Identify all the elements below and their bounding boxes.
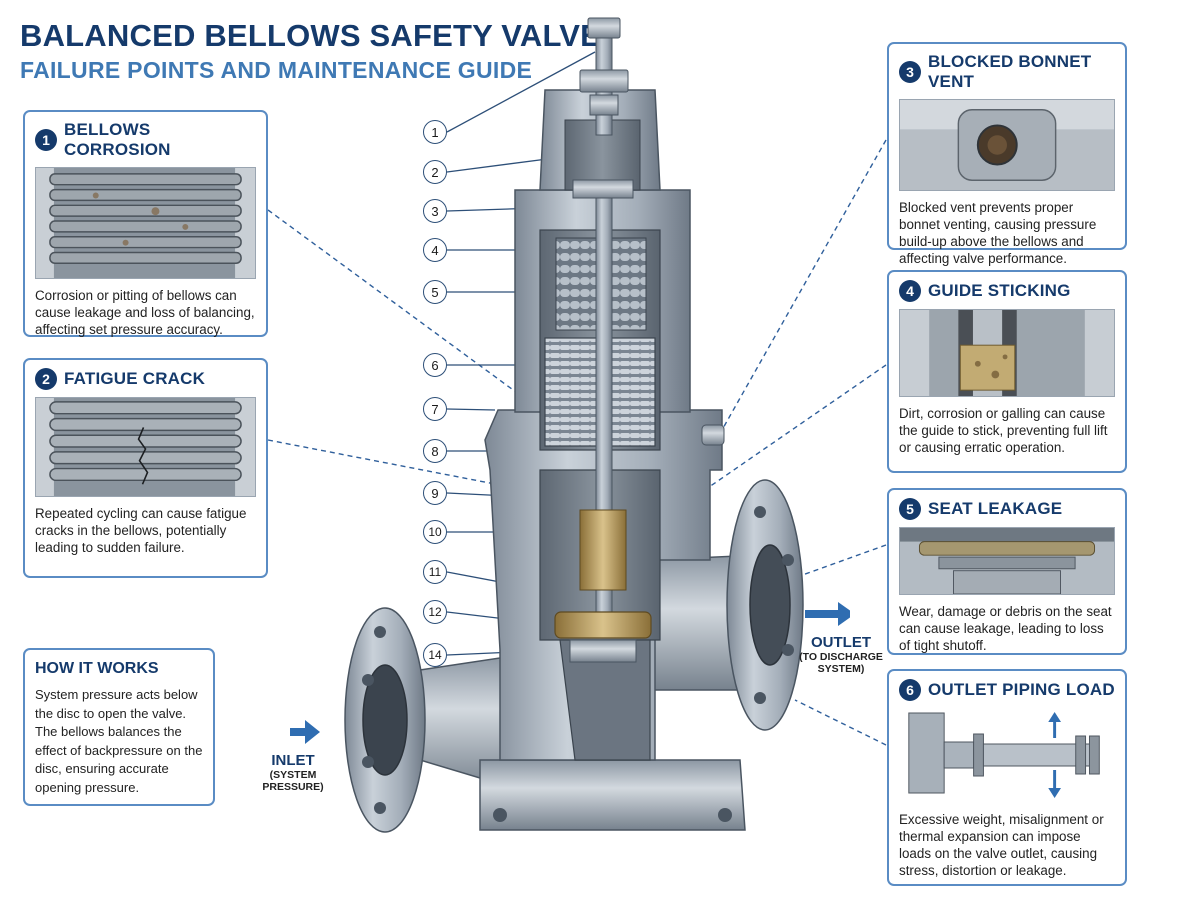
outlet-arrow-icon (805, 602, 850, 626)
card-description: Dirt, corrosion or galling can cause the… (899, 406, 1108, 455)
how-it-works-text: System pressure acts below the disc to o… (35, 687, 203, 795)
part-number-14: 14 (423, 643, 447, 667)
card-number-badge: 1 (35, 129, 57, 151)
inlet-arrow-icon (290, 720, 320, 744)
part-number-4: 4 (423, 238, 447, 262)
seat-leakage-photo (899, 527, 1115, 595)
card-title: GUIDE STICKING (928, 281, 1071, 300)
how-it-works-title: HOW IT WORKS (35, 660, 159, 677)
card-title: SEAT LEAKAGE (928, 499, 1063, 518)
card-number-badge: 3 (899, 61, 921, 83)
inlet-pipe (344, 607, 521, 833)
part-number-1: 1 (423, 120, 447, 144)
card-title: OUTLET PIPING LOAD (928, 680, 1115, 699)
nozzle-seat (569, 639, 637, 663)
disc (554, 611, 652, 639)
how-it-works-panel: HOW IT WORKS System pressure acts below … (23, 648, 215, 806)
part-number-11: 11 (423, 560, 447, 584)
card-blocked-bonnet-vent: 3 BLOCKED BONNET VENT Blocked vent preve… (887, 42, 1127, 266)
outlet-pipe (649, 479, 804, 731)
inlet-subtitle: (SYSTEM PRESSURE) (262, 769, 324, 793)
card-outlet-piping-load: 6 OUTLET PIPING LOAD Excessive weight, m… (887, 669, 1127, 886)
card-title: BLOCKED BONNET VENT (928, 52, 1092, 91)
card-number-badge: 5 (899, 498, 921, 520)
part-number-3: 3 (423, 199, 447, 223)
outlet-piping-photo (899, 708, 1115, 803)
page-title: BALANCED BELLOWS SAFETY VALVE (20, 18, 602, 53)
valve-base (479, 759, 746, 831)
part-number-9: 9 (423, 481, 447, 505)
fatigue-crack-photo (35, 397, 256, 497)
part-number-12: 12 (423, 600, 447, 624)
card-seat-leakage: 5 SEAT LEAKAGE Wear, damage or debris on… (887, 488, 1127, 655)
part-number-2: 2 (423, 160, 447, 184)
inlet-label: INLET (SYSTEM PRESSURE) (238, 752, 348, 793)
bellows-corrosion-photo (35, 167, 256, 279)
part-number-6: 6 (423, 353, 447, 377)
outlet-subtitle-1: (TO DISCHARGE (799, 651, 883, 663)
part-number-10: 10 (423, 520, 447, 544)
card-title: BELLOWS CORROSION (64, 120, 171, 159)
card-guide-sticking: 4 GUIDE STICKING Dirt, corrosion or gall… (887, 270, 1127, 473)
card-title: FATIGUE CRACK (64, 369, 206, 388)
card-number-badge: 4 (899, 280, 921, 302)
part-number-8: 8 (423, 439, 447, 463)
card-description: Excessive weight, misalignment or therma… (899, 812, 1104, 878)
valve-cutaway-illustration (290, 17, 850, 833)
guide (579, 509, 627, 591)
outlet-subtitle-2: SYSTEM) (817, 663, 865, 675)
card-number-badge: 2 (35, 368, 57, 390)
part-number-5: 5 (423, 280, 447, 304)
card-description: Corrosion or pitting of bellows can caus… (35, 288, 255, 337)
outlet-title: OUTLET (811, 634, 871, 651)
bonnet-vent-photo (899, 99, 1115, 191)
card-description: Repeated cycling can cause fatigue crack… (35, 506, 247, 555)
guide-sticking-photo (899, 309, 1115, 397)
bonnet-vent (701, 424, 725, 446)
page-subtitle: FAILURE POINTS AND MAINTENANCE GUIDE (20, 57, 533, 83)
outlet-label: OUTLET (TO DISCHARGE SYSTEM) (796, 634, 886, 675)
card-number-badge: 6 (899, 679, 921, 701)
card-description: Blocked vent prevents proper bonnet vent… (899, 200, 1097, 266)
card-description: Wear, damage or debris on the seat can c… (899, 604, 1112, 653)
card-bellows-corrosion: 1 BELLOWS CORROSION Corrosion or pitting… (23, 110, 268, 337)
part-number-7: 7 (423, 397, 447, 421)
inlet-title: INLET (271, 752, 315, 769)
card-fatigue-crack: 2 FATIGUE CRACK Repeated cycling can cau… (23, 358, 268, 578)
